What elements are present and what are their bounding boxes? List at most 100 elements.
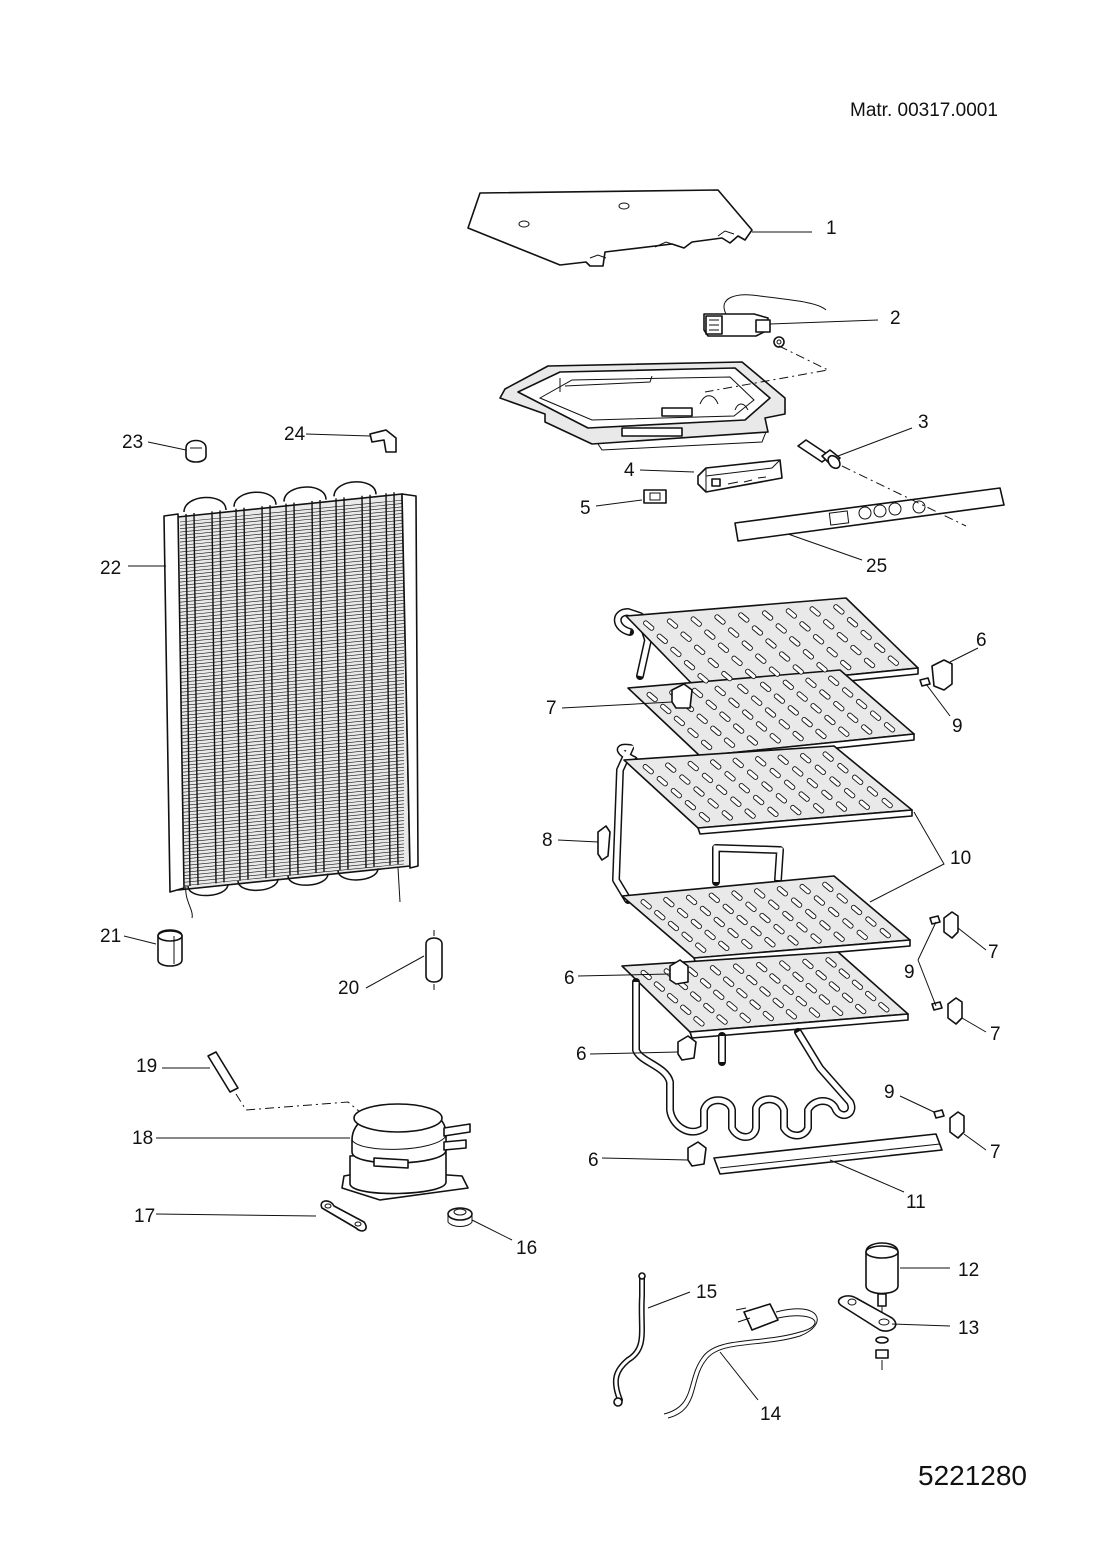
control-panel-part xyxy=(734,487,1005,542)
shelf-slot xyxy=(754,888,766,899)
condenser-fin xyxy=(179,646,405,670)
condenser-fin xyxy=(179,847,405,870)
shelf-slot xyxy=(840,659,852,671)
shelf-slot xyxy=(779,960,791,971)
condenser-fin xyxy=(179,596,405,620)
condenser-fin xyxy=(179,649,405,673)
shelf-slot xyxy=(746,769,759,780)
shelf-slot xyxy=(841,992,854,1003)
shelf-slot xyxy=(694,644,706,656)
shelf-slot xyxy=(828,906,840,918)
condenser-fin xyxy=(179,857,405,880)
condenser-fin xyxy=(179,810,405,833)
shelf-slot xyxy=(690,918,702,930)
shelf-slot xyxy=(718,940,730,952)
shelf-slot xyxy=(751,625,764,636)
condenser-fin xyxy=(179,506,405,529)
condenser-fin xyxy=(179,643,405,666)
condenser-fin xyxy=(179,730,405,753)
condenser-bend-top xyxy=(233,491,277,507)
shelf-slot xyxy=(809,606,821,617)
condenser-fin xyxy=(179,806,405,830)
shelf-slot xyxy=(881,797,893,809)
shelf-slot xyxy=(815,728,827,740)
shelf-slot xyxy=(660,703,672,715)
shelf-slot xyxy=(833,604,845,615)
shelf-slot xyxy=(696,713,708,725)
shelf-slot xyxy=(764,707,777,718)
shelf-slot xyxy=(697,673,709,684)
shelf-slot xyxy=(860,629,872,641)
condenser-fin xyxy=(179,713,405,737)
callout-6c: 6 xyxy=(576,1044,587,1065)
condenser-bend-bottom xyxy=(337,868,379,881)
condenser-fin xyxy=(179,623,405,646)
shelf-slot xyxy=(713,989,725,1001)
condenser-fin xyxy=(179,526,405,550)
condenser-tube xyxy=(335,498,341,871)
shelf-slot xyxy=(836,893,848,904)
shelf-slot xyxy=(769,733,781,744)
shelf-slot xyxy=(784,779,796,791)
condenser-fin xyxy=(179,499,405,523)
shelf-slot xyxy=(756,961,768,973)
condenser-fin xyxy=(179,820,405,843)
shelf-slot xyxy=(726,1001,738,1012)
condenser-fin xyxy=(179,519,405,543)
shelf-slot xyxy=(792,971,804,983)
condenser-tube xyxy=(361,495,367,868)
condenser-bend-bottom xyxy=(187,883,229,897)
condenser-fin xyxy=(179,776,405,800)
shelf-slot xyxy=(822,881,834,893)
callout-23: 23 xyxy=(122,432,143,453)
condenser-fin xyxy=(179,773,405,797)
shelf-slot xyxy=(709,965,722,976)
condenser-fin xyxy=(179,586,405,610)
shelf-slot xyxy=(831,1005,844,1016)
condenser-fin xyxy=(179,546,405,570)
shelf-slot xyxy=(772,997,784,1009)
capacitor-bracket-part xyxy=(837,1295,897,1370)
condenser-fin xyxy=(179,826,405,850)
callout-24: 24 xyxy=(284,424,306,445)
shelf-slot xyxy=(878,1002,890,1013)
shelf-slot xyxy=(751,695,763,706)
shelf-slot xyxy=(741,640,753,651)
callout-17: 17 xyxy=(134,1206,155,1227)
shelf-slot xyxy=(769,767,781,779)
lamp-part xyxy=(797,439,841,470)
shelf-slot xyxy=(883,722,896,733)
callout-15: 15 xyxy=(696,1282,717,1303)
condenser-fin xyxy=(179,516,405,539)
mains-cable-part xyxy=(663,1303,818,1419)
condenser-tube xyxy=(293,502,299,875)
shelf-slot xyxy=(727,627,740,638)
document-number: 5221280 xyxy=(918,1460,1028,1491)
callout-9c: 9 xyxy=(884,1082,895,1103)
condenser-bend-top xyxy=(283,486,327,502)
shelf-slot xyxy=(841,687,854,698)
shelf-slot xyxy=(700,739,713,751)
lamp-housing-frame xyxy=(499,361,786,451)
callout-1: 1 xyxy=(826,218,837,239)
condenser-fin xyxy=(179,629,405,653)
callout-20: 20 xyxy=(338,978,359,999)
shelf-slot xyxy=(851,979,864,991)
condenser-tube xyxy=(269,505,275,878)
shelf-slot xyxy=(710,759,722,770)
shelf-slot xyxy=(819,689,831,700)
condenser-fin xyxy=(179,636,405,660)
shelf-slot xyxy=(690,991,702,1002)
condenser-fin xyxy=(179,800,405,823)
shelf-slot xyxy=(792,730,804,742)
shelf-slot xyxy=(810,703,822,714)
shelf-slot xyxy=(805,908,817,920)
shelf-slot xyxy=(724,771,736,782)
shelf-slot xyxy=(746,735,759,746)
shelf-slot xyxy=(775,793,788,804)
shelf-slot xyxy=(663,896,675,908)
shelf-slot xyxy=(733,723,745,734)
shelf-slot xyxy=(759,681,772,693)
condenser-fin xyxy=(179,753,405,777)
